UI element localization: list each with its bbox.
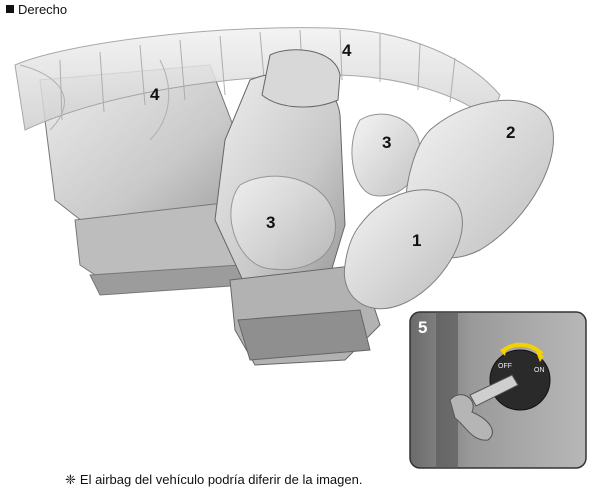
heading-text: Derecho — [18, 2, 68, 17]
label-side-passenger: 3 — [382, 133, 391, 152]
image-disclaimer: ❈El airbag del vehículo podría diferir d… — [65, 472, 362, 488]
side-airbags — [230, 113, 421, 271]
label-curtain-front: 4 — [342, 41, 352, 60]
rear-seat — [39, 64, 271, 296]
frontal-airbags — [343, 99, 554, 310]
disclaimer-text: El airbag del vehículo podría diferir de… — [79, 472, 363, 487]
square-bullet-icon — [6, 5, 14, 13]
label-curtain-rear: 4 — [150, 85, 160, 104]
switch-off-label: OFF — [498, 363, 512, 370]
disclaimer-mark: ❈ — [65, 472, 76, 487]
label-frontal-driver: 1 — [412, 231, 421, 250]
label-switch-inset: 5 — [418, 318, 427, 337]
section-heading: Derecho — [6, 2, 67, 18]
label-side-driver: 3 — [266, 213, 275, 232]
switch-inset: OFF ON — [409, 311, 587, 469]
label-frontal-passenger: 2 — [506, 123, 515, 142]
curtain-airbag — [14, 27, 501, 141]
switch-on-label: ON — [534, 367, 545, 374]
airbag-illustration: OFF ON 1 2 3 3 4 4 5 — [14, 27, 587, 469]
